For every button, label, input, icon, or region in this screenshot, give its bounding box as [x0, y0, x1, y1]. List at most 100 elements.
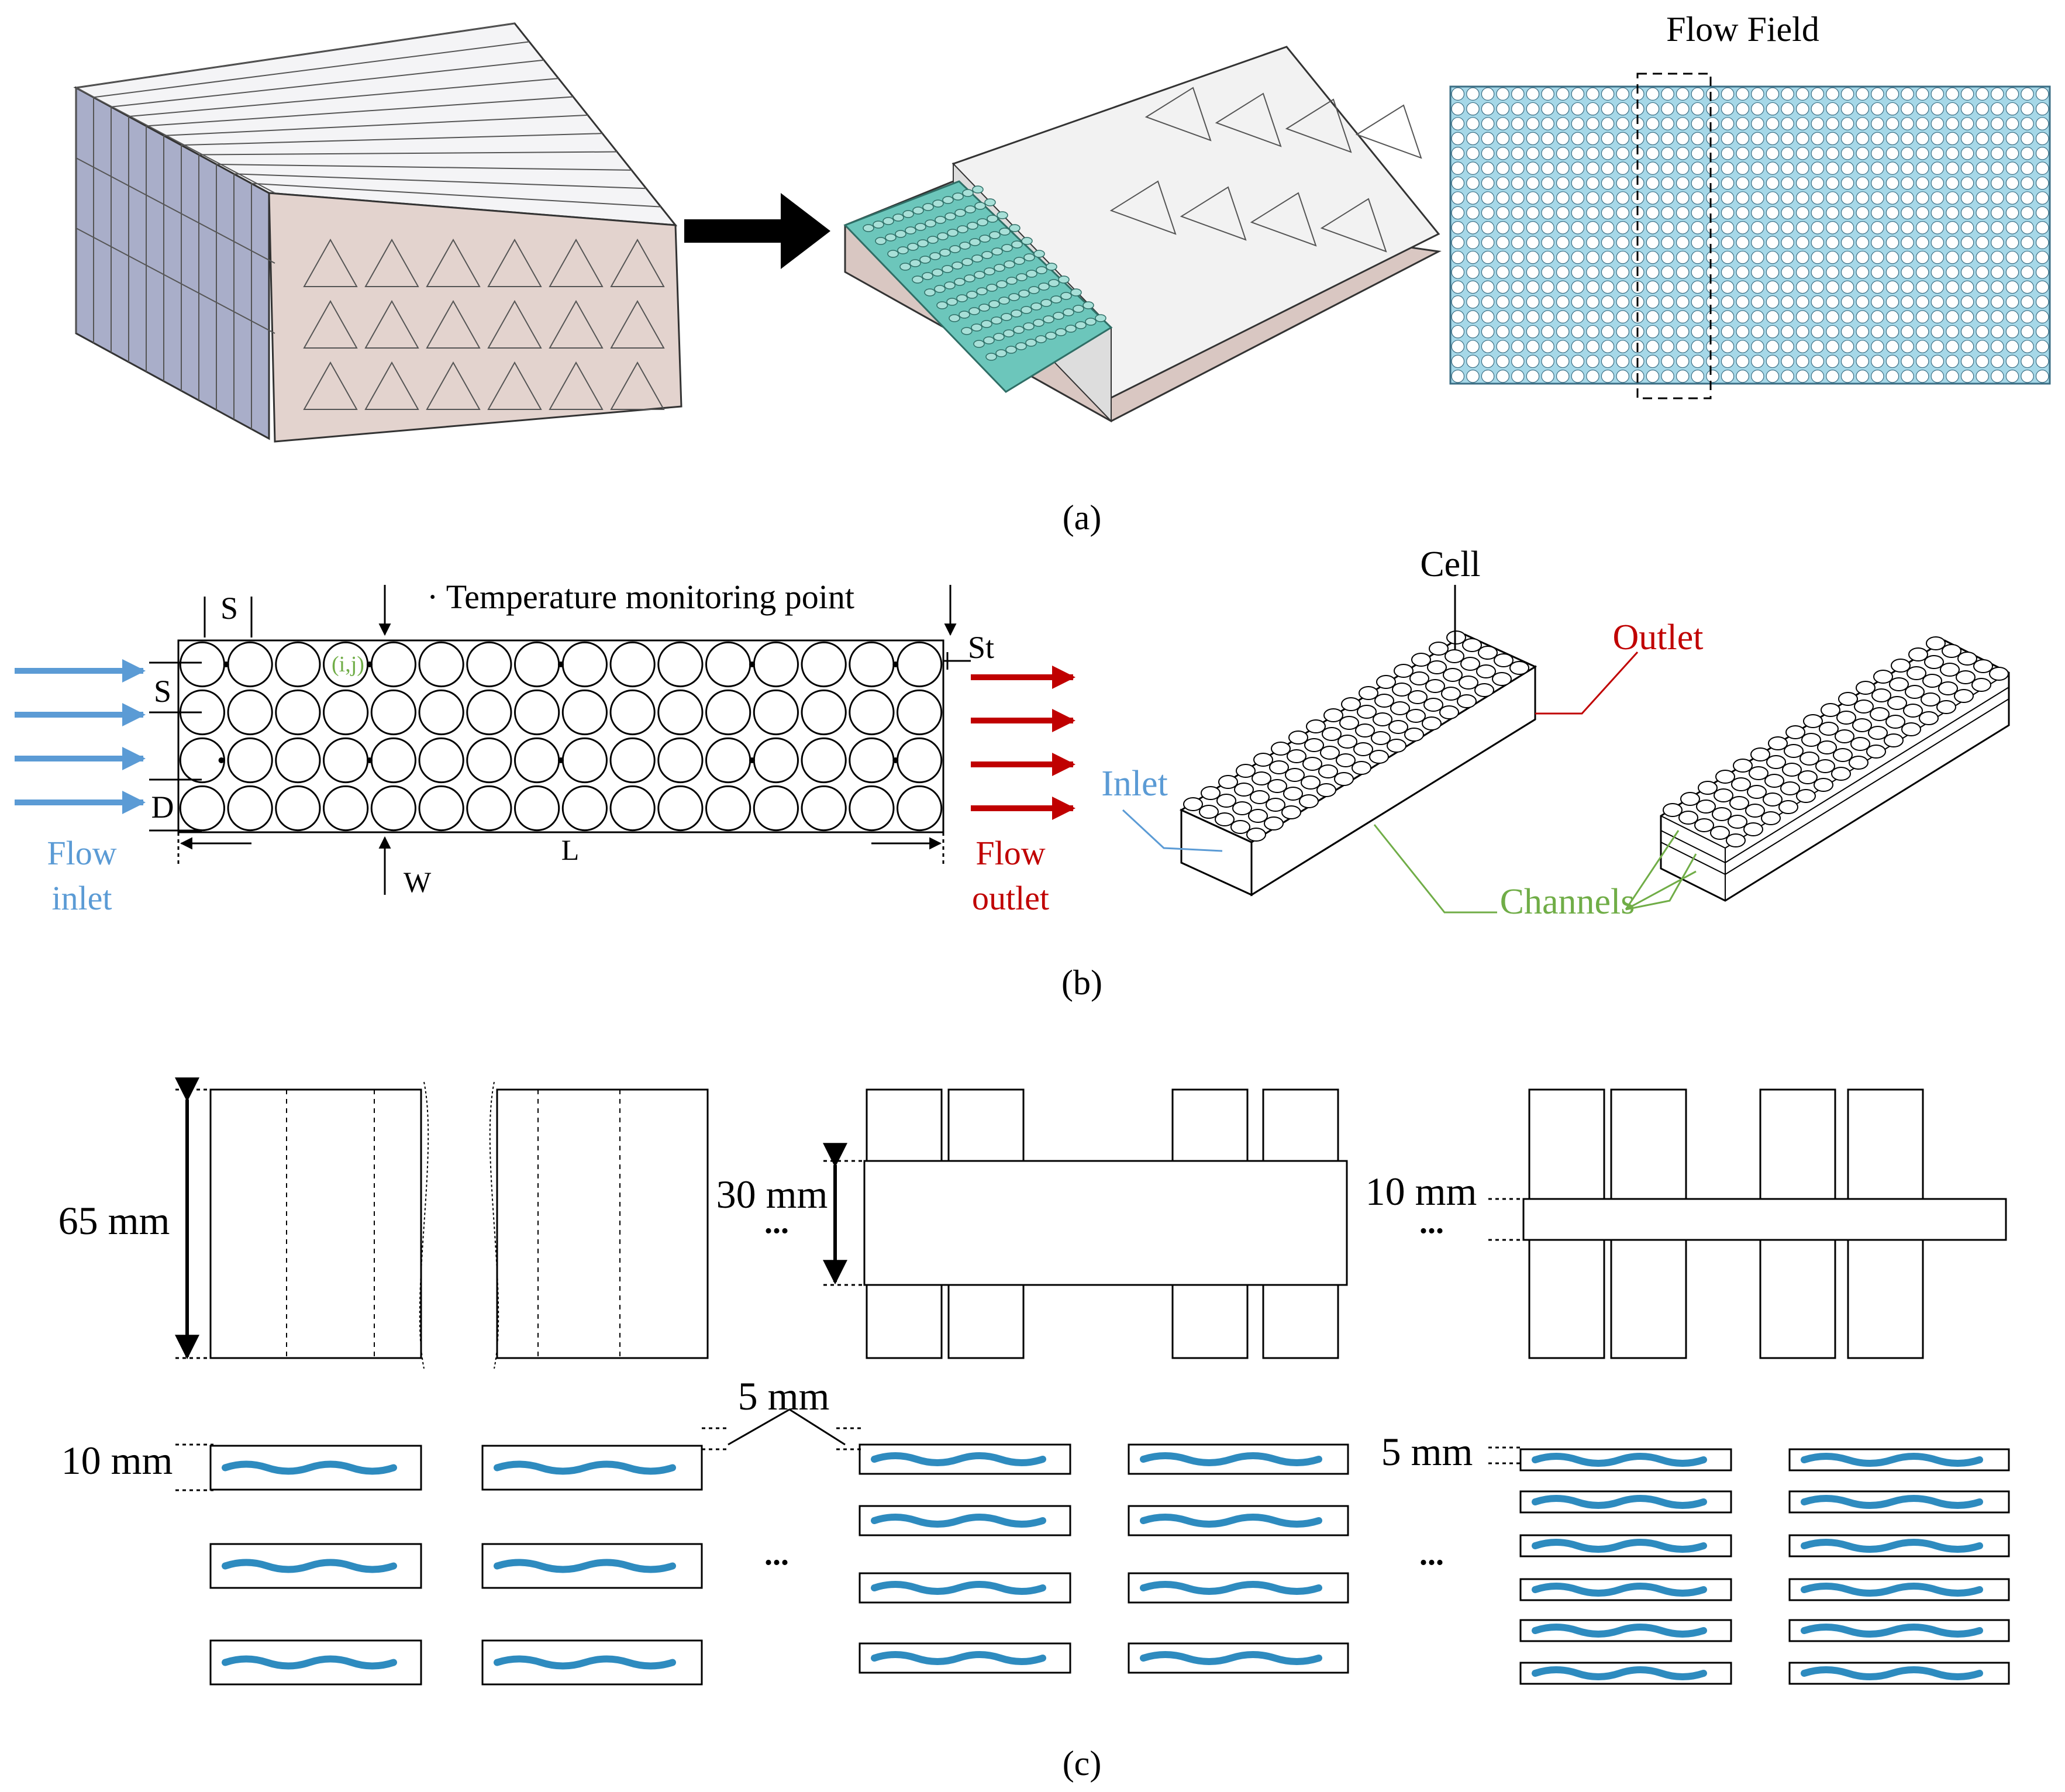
module-cell-top [1712, 807, 1732, 821]
module-cell-top [1199, 805, 1219, 819]
flow-field-cell [1826, 206, 1839, 220]
array-cell [323, 689, 369, 736]
flow-field-cell [1946, 147, 1959, 160]
flow-field-cell [1826, 147, 1839, 160]
flow-field-cell [2005, 161, 2019, 175]
flow-field-cell [1601, 340, 1615, 353]
flow-field-cell [1795, 340, 1809, 353]
flow-field-cell [1466, 280, 1480, 294]
flow-field-cell [2035, 310, 2049, 323]
module-cell [966, 291, 978, 299]
flow-field-cell [1511, 206, 1525, 220]
monitoring-point [218, 757, 225, 763]
array-cell [275, 785, 321, 832]
flow-field-cell [1840, 161, 1854, 175]
flow-field-cell [1811, 280, 1825, 294]
flow-field-cell [1526, 325, 1540, 339]
flow-field-cell [1511, 221, 1525, 235]
flow-field-cell [1541, 176, 1554, 190]
flow-field-cell [1541, 102, 1554, 116]
flow-field-cell [1676, 147, 1690, 160]
flow-field-cell [1946, 325, 1959, 339]
flow-field-cell [1571, 87, 1585, 101]
module-cell-top [1320, 746, 1340, 760]
panel-b: · Temperature monitoring point S S D St … [15, 545, 2010, 1002]
coolant-wave [222, 1559, 397, 1573]
flow-field-cell [1856, 340, 1869, 353]
flow-field-cell [1706, 250, 1719, 264]
flow-field-cell [1840, 206, 1854, 220]
flow-field-cell [1691, 117, 1705, 130]
flow-field-cell [1991, 340, 2004, 353]
module-cell [1075, 321, 1087, 329]
flow-field-cell [1871, 295, 1884, 309]
flow-field-cell [1766, 325, 1780, 339]
module-cell-top [1462, 638, 1482, 652]
flow-field-cell [1915, 295, 1929, 309]
module-cell [1005, 346, 1017, 354]
flow-field-cell [1871, 250, 1884, 264]
flow-field-cell [1915, 236, 1929, 249]
flow-field-cell [1616, 117, 1629, 130]
pack-top-line [75, 23, 515, 88]
flow-field-cell [1976, 340, 1989, 353]
flow-field-cell [1976, 161, 1989, 175]
module-cell-top [1269, 760, 1289, 774]
flow-field-cell [1661, 161, 1674, 175]
callout-lines [1122, 585, 1697, 914]
flow-field-cell [1691, 354, 1705, 368]
module-cell [993, 333, 1005, 341]
flow-field-cell [1856, 117, 1869, 130]
pack-strap [75, 228, 275, 334]
flow-field-cell [1930, 310, 1945, 323]
flow-field-cell [1811, 176, 1825, 190]
flow-field-cell [1840, 117, 1854, 130]
module-cell-top [1821, 703, 1840, 717]
flow-field-cell [1960, 191, 1974, 205]
flow-field-cell [1556, 325, 1570, 339]
flow-field-cell [1481, 102, 1495, 116]
flow-field-cell [1706, 236, 1719, 249]
flow-field-cell [1706, 310, 1719, 323]
array-cell [705, 641, 751, 688]
flow-field-cell [1496, 206, 1509, 220]
flow-field-cell [1466, 325, 1480, 339]
flow-field-cell [1556, 340, 1570, 353]
module-cell [1001, 313, 1012, 321]
flow-field-cell [1556, 250, 1570, 264]
flow-field-cell [1751, 325, 1764, 339]
flow-field-cell [1601, 132, 1615, 146]
flow-field-cell [1736, 236, 1749, 249]
flow-field-cell [1526, 370, 1540, 383]
flow-field-cell [1541, 221, 1554, 235]
flow-field-cell [1691, 221, 1705, 235]
module-cell [922, 203, 934, 211]
flow-field-cell [1571, 354, 1585, 368]
flow-field-cell [1496, 191, 1509, 205]
flow-field-cell [1706, 161, 1719, 175]
flow-field-cell [1781, 206, 1794, 220]
ellipsis-top-1: ... [764, 1204, 789, 1240]
flow-field-cell [1526, 250, 1540, 264]
flow-field-cell [1826, 310, 1839, 323]
flow-field-cell [1826, 354, 1839, 368]
flow-field-cell [1586, 325, 1599, 339]
flow-field-cell [2035, 176, 2049, 190]
flow-field-cell [1811, 87, 1825, 101]
module-cell [1048, 279, 1060, 287]
flow-field-cell [1840, 87, 1854, 101]
flow-field-cell [1721, 370, 1735, 383]
module-cell-top [1215, 812, 1235, 826]
flow-field-cell [1496, 117, 1509, 130]
flow-field-cell [1586, 295, 1599, 309]
flow-field-cell [1915, 250, 1929, 264]
flow-field-cell [1601, 176, 1615, 190]
flow-field-cell [1751, 132, 1764, 146]
flow-field-cell [1571, 295, 1585, 309]
flow-field-cell [2035, 280, 2049, 294]
flow-field-cell [1781, 132, 1794, 146]
module-cell [959, 242, 971, 250]
flow-field-cell [1571, 370, 1585, 383]
top-dimension-arrows [175, 1077, 847, 1360]
flow-field-cell [1496, 310, 1509, 323]
